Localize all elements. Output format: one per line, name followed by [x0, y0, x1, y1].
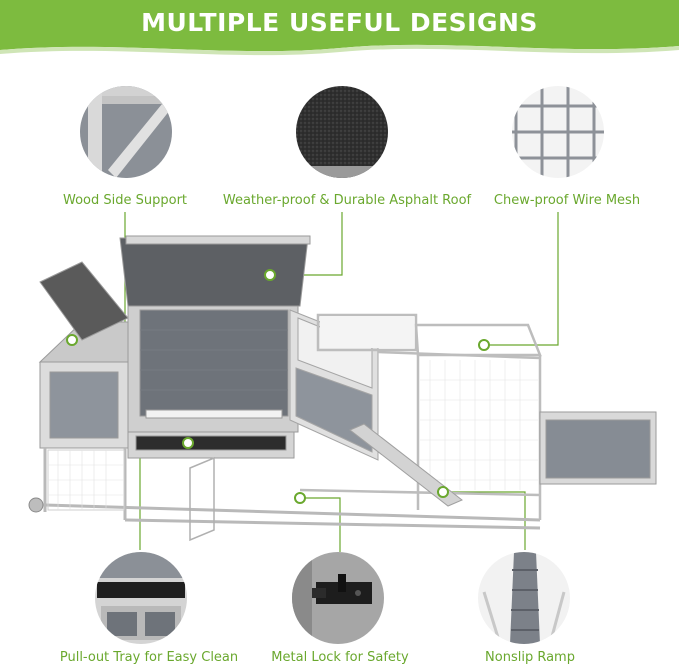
ramp — [349, 423, 463, 507]
caption-asphalt-roof: Weather-proof & Durable Asphalt Roof — [222, 193, 472, 208]
caption-wire-mesh: Chew-proof Wire Mesh — [493, 193, 641, 208]
main-house — [119, 235, 311, 459]
wire-mesh-detail — [512, 86, 604, 178]
lower-frame — [43, 448, 541, 530]
small-door — [189, 456, 215, 542]
lower-run-mesh — [48, 450, 124, 510]
caption-nonslip-ramp: Nonslip Ramp — [485, 650, 575, 665]
caption-wood-side-support: Wood Side Support — [62, 193, 188, 208]
leader-line-ramp — [443, 491, 526, 550]
nesting-box — [38, 261, 129, 449]
header-banner: MULTIPLE USEFUL DESIGNS — [0, 0, 679, 62]
leader-line-lock — [300, 497, 341, 552]
nonslip-ramp-detail — [478, 552, 570, 644]
house-planks — [140, 329, 288, 391]
leader-line-mesh — [484, 212, 559, 346]
wood-side-support-detail — [80, 86, 172, 178]
caption-metal-lock: Metal Lock for Safety — [271, 650, 409, 665]
leader-line-tray — [139, 442, 188, 550]
marker-dots — [66, 269, 490, 504]
metal-lock-detail — [292, 552, 384, 644]
right-run-mesh — [420, 360, 538, 490]
banner-background — [0, 0, 679, 56]
asphalt-roof-detail — [296, 86, 388, 178]
banner-title: MULTIPLE USEFUL DESIGNS — [141, 8, 538, 37]
side-tray — [539, 411, 657, 485]
run-roof-panel — [320, 316, 414, 348]
wheel-icon — [28, 497, 44, 513]
caption-pull-out-tray: Pull-out Tray for Easy Clean — [59, 650, 239, 665]
pull-out-tray-detail — [95, 552, 187, 644]
